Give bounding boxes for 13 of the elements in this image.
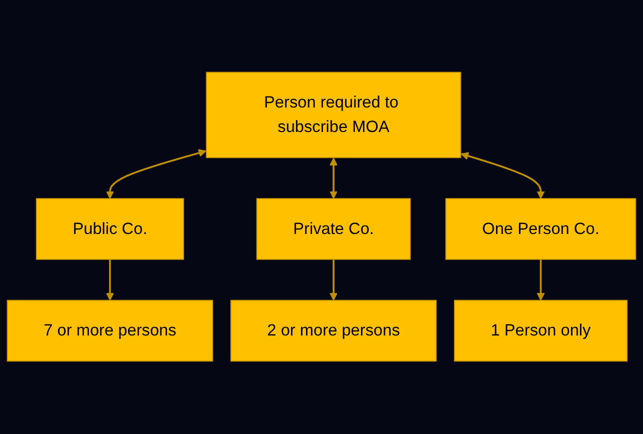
arrow	[536, 260, 545, 301]
node-box: One Person Co.	[445, 198, 636, 260]
node-box: Private Co.	[256, 198, 411, 260]
arrow	[330, 260, 338, 301]
node-box: Person required to subscribe MOA	[206, 72, 462, 158]
node-box: 7 or more persons	[6, 300, 214, 362]
arrow	[106, 149, 206, 200]
node-box: 2 or more persons	[230, 300, 437, 362]
arrow	[106, 260, 114, 301]
arrow	[460, 152, 545, 200]
node-box: 1 Person only	[454, 300, 628, 362]
arrow	[330, 158, 338, 200]
node-box: Public Co.	[36, 198, 184, 260]
